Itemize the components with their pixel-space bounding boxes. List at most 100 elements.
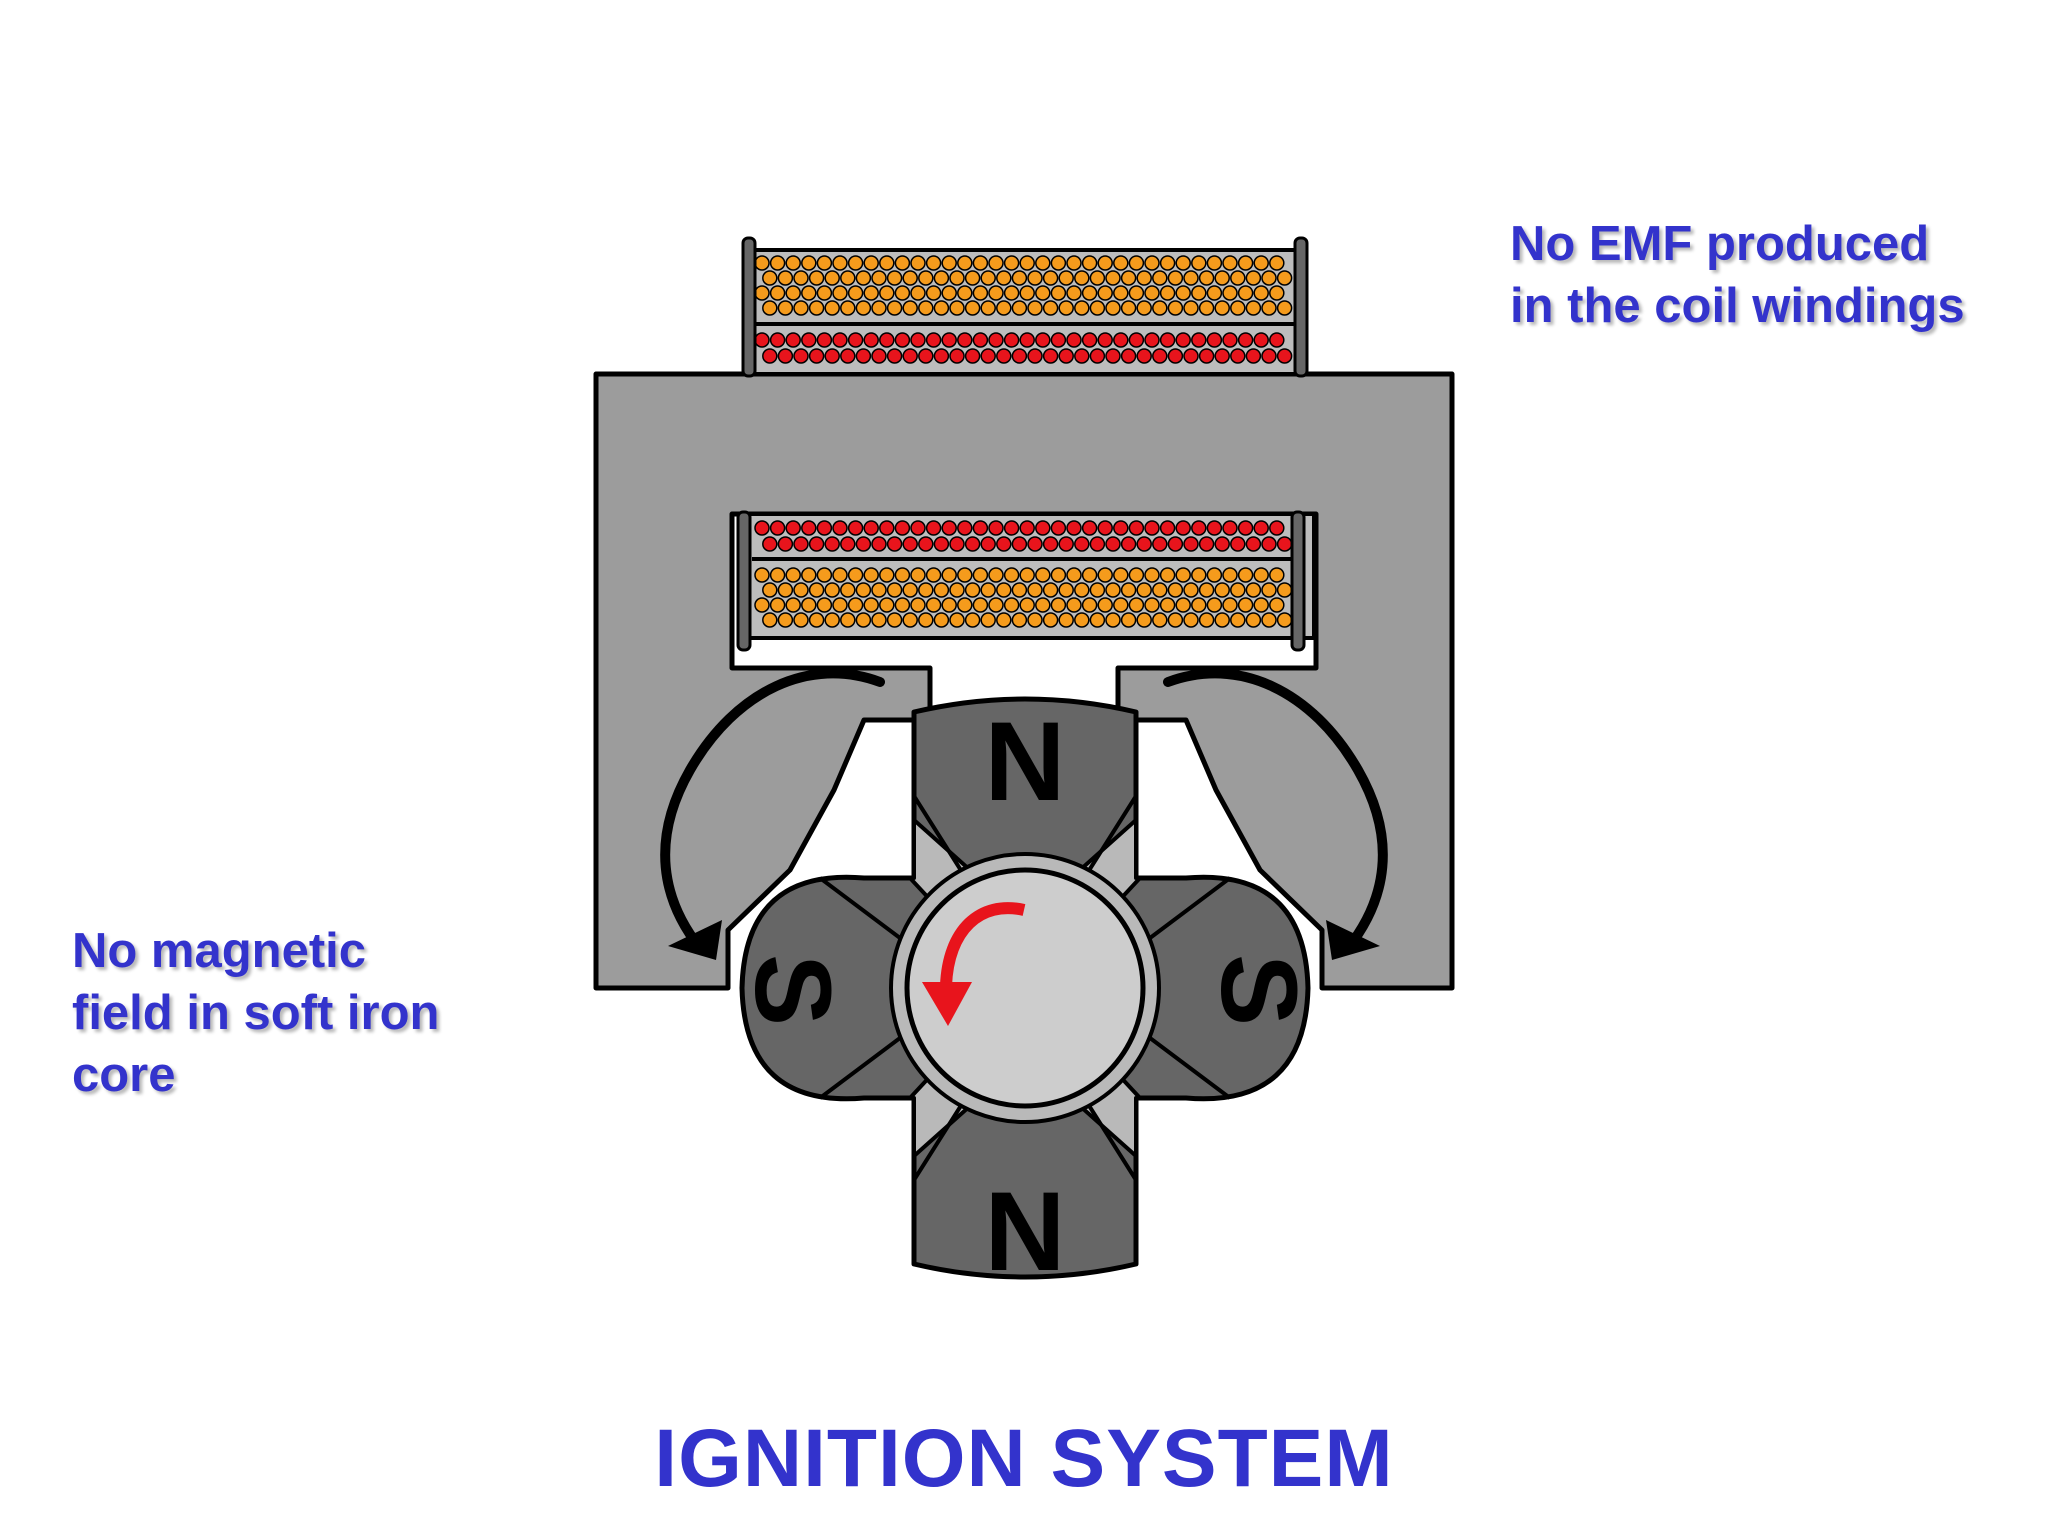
coil-turn [1136, 582, 1152, 598]
coil-turn [1089, 612, 1106, 628]
coil-turn [964, 300, 981, 316]
coil-turn [1105, 270, 1121, 286]
coil-turn [1253, 255, 1269, 271]
coil-turn [863, 285, 879, 301]
coil-turn [1089, 270, 1106, 286]
coil-turn [824, 582, 840, 598]
coil-turn [816, 285, 833, 301]
coil-turn [824, 348, 840, 364]
coil-turn [1058, 348, 1074, 364]
coil-turn [1222, 567, 1238, 583]
coil-turn [1175, 285, 1191, 301]
coil-turn [1019, 285, 1035, 301]
coil-turn [1144, 255, 1160, 271]
coil-turn [1230, 348, 1246, 364]
coil-turn [902, 300, 918, 316]
coil-turn [1269, 520, 1285, 536]
lower-coil [736, 510, 1316, 652]
coil-turn [1230, 536, 1246, 552]
coil-turn [863, 332, 879, 348]
coil-turn [1222, 597, 1238, 613]
coil-turn [1081, 597, 1098, 613]
coil-turn [847, 567, 864, 583]
coil-turn [879, 567, 895, 583]
coil-turn [855, 348, 872, 364]
coil-turn [996, 348, 1012, 364]
coil-turn [793, 536, 809, 552]
coil-turn [949, 536, 965, 552]
coil-turn [840, 300, 856, 316]
coil-turn [1222, 255, 1238, 271]
coil-turn [871, 536, 887, 552]
coil-turn [769, 567, 786, 583]
coil-turn [902, 536, 918, 552]
coil-turn [925, 255, 942, 271]
coil-turn [886, 612, 903, 628]
coil-turn [793, 582, 809, 598]
coil-turn [871, 582, 887, 598]
coil-turn [1011, 582, 1028, 598]
coil-turn [832, 567, 848, 583]
coil-turn [1167, 300, 1184, 316]
coil-turn [910, 285, 926, 301]
coil-turn [816, 255, 833, 271]
coil-turn [949, 300, 965, 316]
coil-turn [1198, 612, 1215, 628]
coil-turn [988, 567, 1004, 583]
left-pole-label: S [733, 954, 854, 1026]
coil-turn [840, 582, 856, 598]
coil-turn [1113, 255, 1129, 271]
coil-turn [1074, 270, 1090, 286]
coil-turn [1159, 520, 1176, 536]
coil-turn [933, 582, 950, 598]
coil-turn [1261, 612, 1277, 628]
coil-turn [1237, 520, 1254, 536]
coil-turn [1222, 520, 1238, 536]
coil-turn [886, 582, 903, 598]
coil-turn [1120, 300, 1137, 316]
coil-turn [762, 270, 778, 286]
coil-turn [762, 300, 778, 316]
coil-turn [832, 597, 848, 613]
coil-turn [941, 597, 957, 613]
coil-turn [769, 520, 786, 536]
coil-turn [910, 520, 926, 536]
coil-turn [972, 285, 989, 301]
coil-turn [847, 332, 864, 348]
coil-turn [1050, 285, 1067, 301]
coil-turn [1144, 597, 1160, 613]
coil-turn [1152, 582, 1168, 598]
coil-turn [785, 255, 801, 271]
coil-turn [1269, 567, 1285, 583]
coil-turn [816, 597, 833, 613]
coil-turn [840, 348, 856, 364]
coil-turn [1276, 612, 1293, 628]
coil-turn [1066, 520, 1082, 536]
coil-turn [855, 612, 872, 628]
coil-turn [1105, 582, 1121, 598]
core-field-note: No magnetic field in soft iron core [72, 920, 439, 1106]
coil-turn [1011, 270, 1028, 286]
coil-turn [1003, 520, 1020, 536]
coil-turn [769, 285, 786, 301]
coil-turn [949, 270, 965, 286]
coil-turn [941, 520, 957, 536]
coil-turn [1113, 285, 1129, 301]
coil-turn [1191, 285, 1207, 301]
coil-turn [1230, 300, 1246, 316]
coil-turn [910, 332, 926, 348]
coil-turn [832, 332, 848, 348]
coil-turn [941, 332, 957, 348]
coil-turn [1159, 567, 1176, 583]
coil-turn [863, 597, 879, 613]
coil-turn [871, 348, 887, 364]
coil-turn [886, 536, 903, 552]
coil-turn [1261, 300, 1277, 316]
coil-turn [1152, 300, 1168, 316]
coil-turn [1120, 270, 1137, 286]
coil-turn [824, 270, 840, 286]
coil-turn [754, 285, 770, 301]
coil-turn [886, 300, 903, 316]
coil-turn [1066, 597, 1082, 613]
coil-turn [847, 597, 864, 613]
